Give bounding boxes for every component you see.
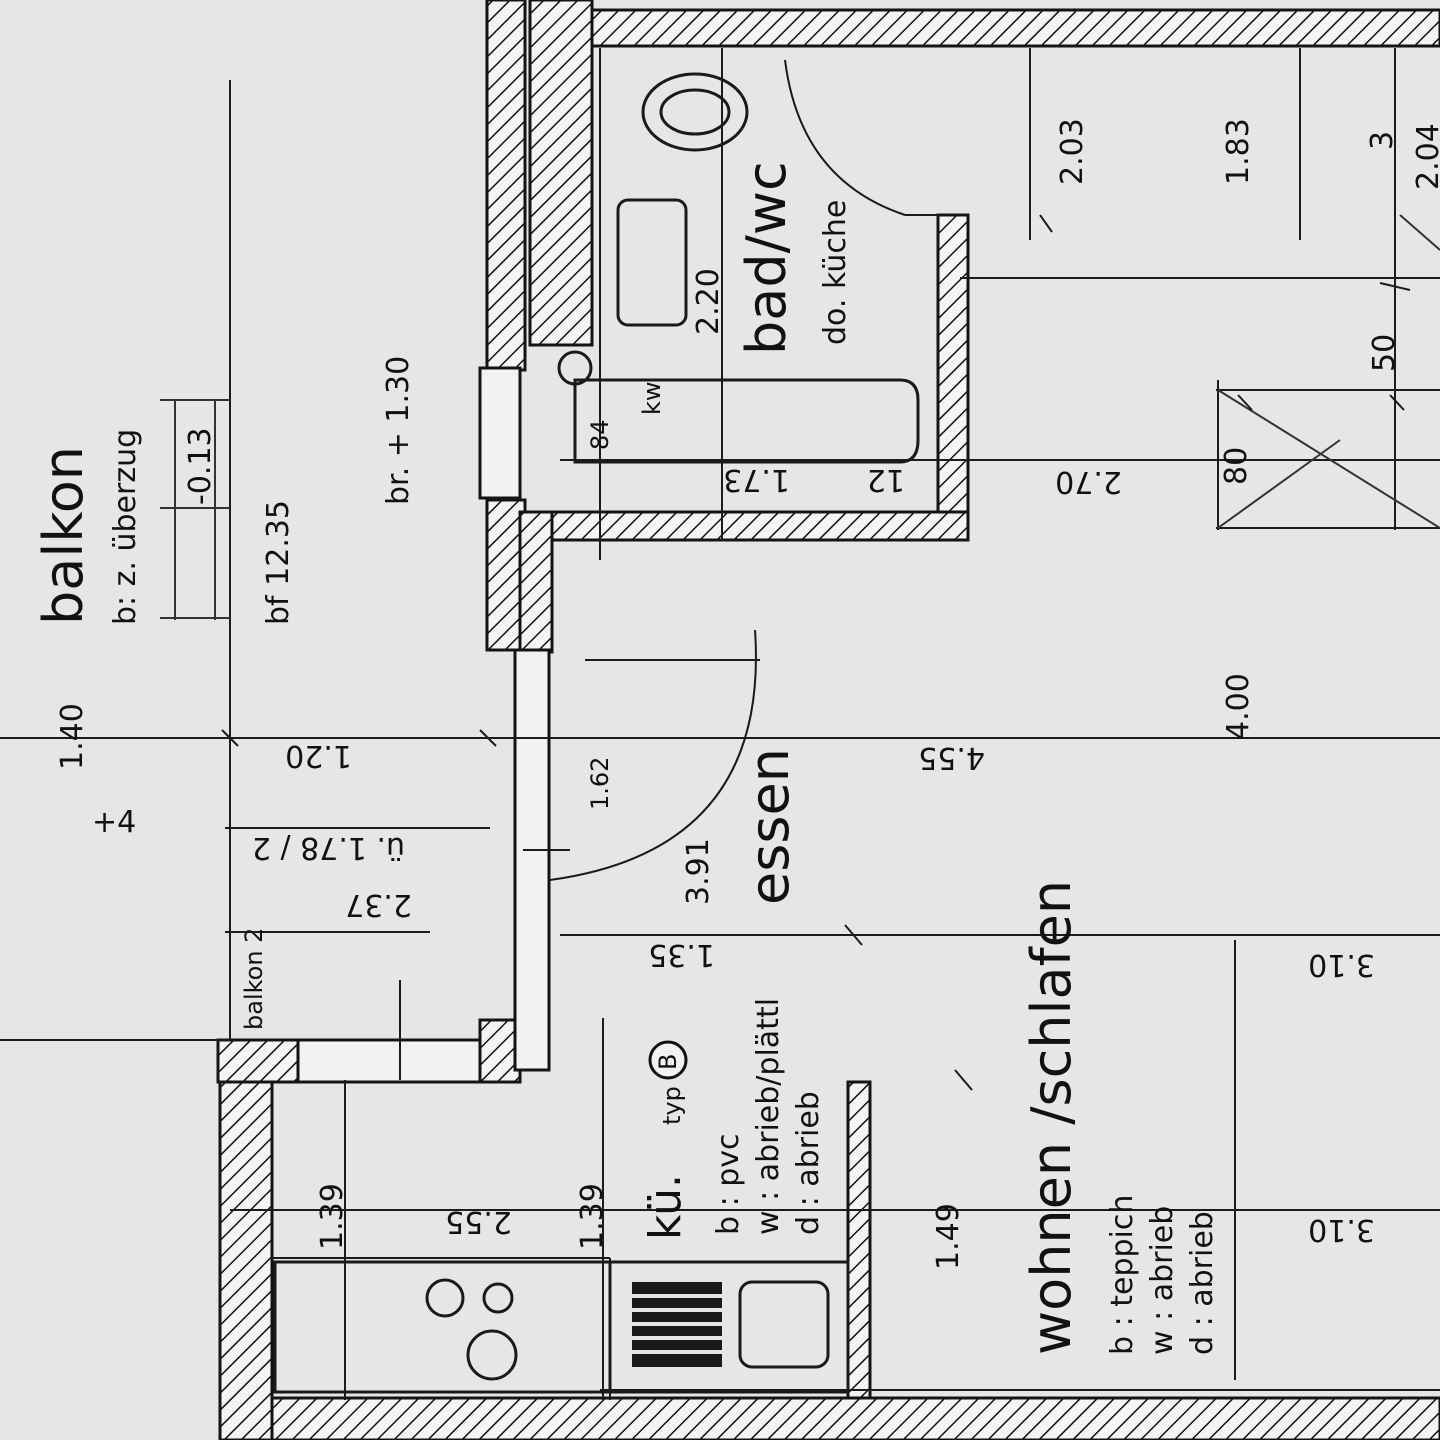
kueche-floor: b : pvc [711, 1133, 746, 1235]
dim-50: 50 [1367, 334, 1402, 372]
wohnen-floor: b : teppich [1105, 1195, 1140, 1355]
stove-burner-2 [482, 1282, 514, 1314]
dim-84: 84 [586, 419, 614, 450]
wall-opening-jamb [478, 366, 522, 500]
dim-1-73: 1.73 [723, 462, 790, 497]
dimension-lines [0, 48, 1440, 1400]
wall-kitchen-left [218, 1080, 274, 1440]
dim-plus-4: +4 [92, 805, 136, 840]
wall-essen-left [513, 648, 551, 1072]
wall-kitchen-top-right [478, 1018, 522, 1084]
wall-exterior-upper [485, 0, 527, 372]
dim-3-top: 3 [1365, 131, 1400, 150]
wall-installation-shaft [528, 0, 594, 347]
kitchen-fixtures [273, 629, 850, 1394]
room-name-balkon: balkon [32, 446, 95, 625]
dim-2-70: 2.70 [1055, 464, 1122, 499]
dim-2-20: 2.20 [691, 268, 726, 335]
wall-bath-bottom [518, 510, 970, 542]
bathtub [573, 378, 920, 464]
dim-2-37: 2.37 [345, 887, 412, 922]
walls [216, 0, 1440, 1440]
balkon-floor-note: b: z. überzug [108, 429, 143, 625]
bad-kw-tag: kw [638, 381, 666, 415]
bathroom-fixtures [557, 59, 940, 464]
dim-1-39a: 1.39 [315, 1183, 350, 1250]
kueche-ceiling: d : abrieb [791, 1091, 826, 1235]
wash-basin [616, 198, 688, 327]
balcony-door-label: balkon 2 [240, 928, 268, 1030]
kitchen-sink-unit [608, 1260, 850, 1394]
dim-1-49: 1.49 [931, 1203, 966, 1270]
wall-bath-right [936, 213, 970, 542]
kueche-type-badge: B [654, 1054, 682, 1070]
dim-2-04: 2.04 [1411, 123, 1440, 190]
wall-kitchen-right [846, 1080, 872, 1404]
wall-kitchen-top-left [216, 1038, 300, 1084]
toilet-bowl [641, 72, 749, 152]
stove-burner-3 [466, 1329, 518, 1381]
bath-door-swing [784, 59, 906, 216]
floor-drain [557, 350, 593, 386]
kueche-wall: w : abrieb/plättl [751, 998, 786, 1235]
dim-2-55: 2.55 [445, 1204, 512, 1239]
room-name-kueche: kü. [640, 1174, 691, 1240]
bad-note: do. küche [818, 200, 853, 345]
room-name-wohnen: wohnen /schlafen [1020, 880, 1083, 1355]
dim-80: 80 [1219, 447, 1254, 485]
dim-12: 12 [867, 462, 905, 497]
balkon-level: -0.13 [183, 427, 218, 505]
dim-4-55: 4.55 [918, 740, 985, 775]
dim-1-62: 1.62 [586, 757, 614, 810]
dim-1-83: 1.83 [1221, 118, 1256, 185]
labels: balkon b: z. überzug -0.13 bf 12.35 br. … [32, 118, 1440, 1355]
room-name-bad: bad/wc [735, 161, 798, 355]
dim-1-39b: 1.39 [575, 1183, 610, 1250]
dim-3-10a: 3.10 [1308, 947, 1375, 982]
sink-basin [738, 1280, 830, 1369]
wall-bottom [270, 1396, 1440, 1440]
wall-top [590, 8, 1440, 48]
dish-drainer-ribs [632, 1294, 722, 1354]
essen-door-swing [549, 629, 757, 881]
toilet-seat [659, 88, 731, 136]
wohnen-ceiling: d : abrieb [1185, 1211, 1220, 1355]
dim-3-10b: 3.10 [1308, 1212, 1375, 1247]
dim-3-91: 3.91 [681, 838, 716, 905]
dim-1-35: 1.35 [648, 937, 715, 972]
dim-2-03: 2.03 [1055, 118, 1090, 185]
dim-1-40: 1.40 [55, 703, 90, 770]
balkon-parapet: br. + 1.30 [381, 356, 416, 505]
dim-1-20: 1.20 [285, 738, 352, 773]
stove-burner-1 [425, 1278, 465, 1318]
dim-1-78: ü. 1.78 / 2 [252, 830, 405, 865]
wall-bath-corner [518, 510, 554, 654]
kitchen-type-badge-circle [648, 1040, 688, 1080]
wall-kitchen-top-opening [296, 1038, 490, 1084]
balkon-area: bf 12.35 [261, 500, 296, 625]
room-name-essen: essen [738, 748, 801, 905]
kueche-type-label: typ [658, 1086, 686, 1125]
wohnen-wall: w : abrieb [1145, 1206, 1180, 1355]
dim-4-00: 4.00 [1221, 673, 1256, 740]
